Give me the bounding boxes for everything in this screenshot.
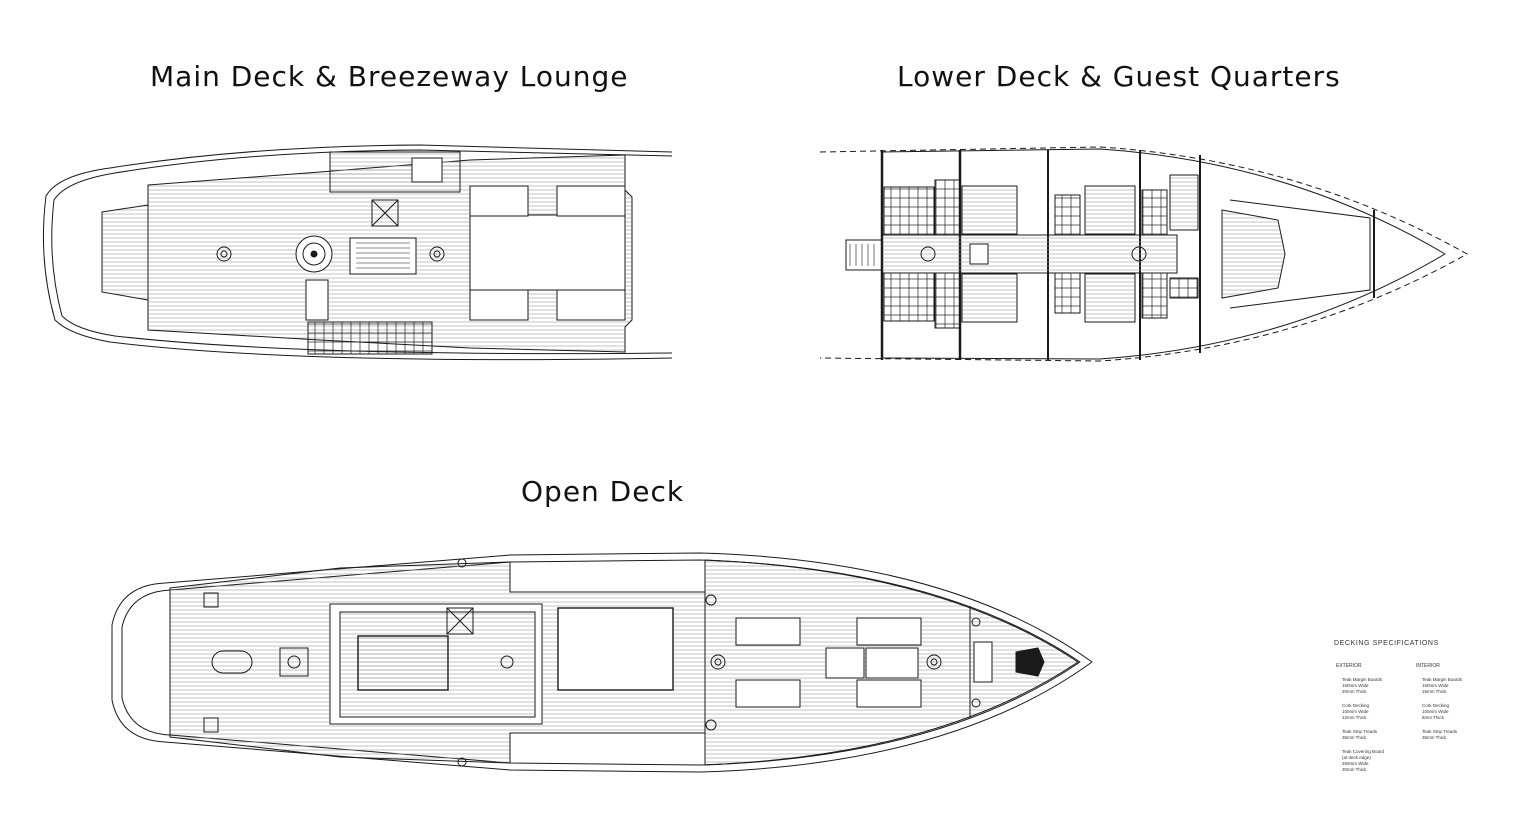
spec-line: Teak Covering Board xyxy=(1342,749,1385,754)
spec-line: 8mm Thick xyxy=(1422,715,1444,720)
spec-line: Teak Margin Boards xyxy=(1422,677,1463,682)
spec-line: 150mm Wide xyxy=(1342,683,1369,688)
spec-line: Teak Strip Treads xyxy=(1422,729,1458,734)
spec-line: 35mm Thick xyxy=(1422,735,1447,740)
spec-line: 100mm Wide xyxy=(1422,709,1449,714)
spec-line: 35mm Thick xyxy=(1342,735,1367,740)
open-deck-skylight xyxy=(557,607,674,691)
spec-group: Teak Strip Treads 35mm Thick xyxy=(1416,729,1462,741)
spec-group: Teak Margin Boards 150mm Wide 15mm Thick xyxy=(1416,677,1462,695)
specs-interior: INTERIOR Teak Margin Boards 150mm Wide 1… xyxy=(1416,663,1462,749)
main-deck-stairs xyxy=(349,237,417,275)
spec-line: 20mm Thick xyxy=(1342,689,1367,694)
main-deck-lounge xyxy=(469,214,626,291)
lower-deck-stairs xyxy=(845,239,883,271)
spec-group: Cork Decking 100mm Wide 8mm Thick xyxy=(1416,703,1462,721)
open-deck-hatch xyxy=(446,607,474,635)
specs-exterior: EXTERIOR Teak Margin Boards 150mm Wide 2… xyxy=(1336,663,1384,781)
lower-deck-corridor xyxy=(881,234,1178,274)
specs-heading: DECKING SPECIFICATIONS xyxy=(1334,640,1439,647)
lower-deck-forward-cabin xyxy=(1221,209,1286,299)
windlass-icon xyxy=(1015,647,1045,677)
spec-group: Teak Covering Board (at deck edge) 250mm… xyxy=(1336,749,1384,773)
open-deck-plan xyxy=(111,552,1093,773)
spec-line: Teak Strip Treads xyxy=(1342,729,1378,734)
main-deck-hatch xyxy=(371,199,399,227)
spec-line: 100mm Wide xyxy=(1342,709,1369,714)
open-deck-dinghy xyxy=(211,650,253,674)
spec-line: 15mm Thick xyxy=(1422,689,1447,694)
spec-line: 12mm Thick xyxy=(1342,715,1367,720)
spec-line: 30mm Thick xyxy=(1342,767,1367,772)
specs-interior-caption: INTERIOR xyxy=(1416,663,1440,669)
spec-line: 250mm Wide xyxy=(1342,761,1369,766)
main-deck-tiled-floor xyxy=(307,321,433,355)
lower-deck-title: Lower Deck & Guest Quarters xyxy=(897,60,1341,93)
spec-line: Cork Decking xyxy=(1342,703,1370,708)
open-deck-sunpad-1 xyxy=(735,617,801,646)
lower-deck-plan xyxy=(819,146,1469,362)
decking-specifications: DECKING SPECIFICATIONS EXTERIOR Teak Mar… xyxy=(1334,640,1504,803)
spec-line: 150mm Wide xyxy=(1422,683,1449,688)
spec-group: Teak Strip Treads 35mm Thick xyxy=(1336,729,1384,741)
spec-group: Cork Decking 100mm Wide 12mm Thick xyxy=(1336,703,1384,721)
lower-deck-hull-outline xyxy=(819,146,1469,362)
spec-group: Teak Margin Boards 150mm Wide 20mm Thick xyxy=(1336,677,1384,695)
open-deck-title: Open Deck xyxy=(521,475,685,508)
spec-line: Cork Decking xyxy=(1422,703,1450,708)
spec-line: (at deck edge) xyxy=(1342,755,1371,760)
spec-line: Teak Margin Boards xyxy=(1342,677,1383,682)
main-deck-hull-outline xyxy=(42,144,673,361)
specs-exterior-caption: EXTERIOR xyxy=(1336,663,1362,669)
main-deck-title: Main Deck & Breezeway Lounge xyxy=(150,60,629,93)
open-deck-hull-outline xyxy=(111,552,1093,773)
main-deck-plan xyxy=(42,144,673,361)
